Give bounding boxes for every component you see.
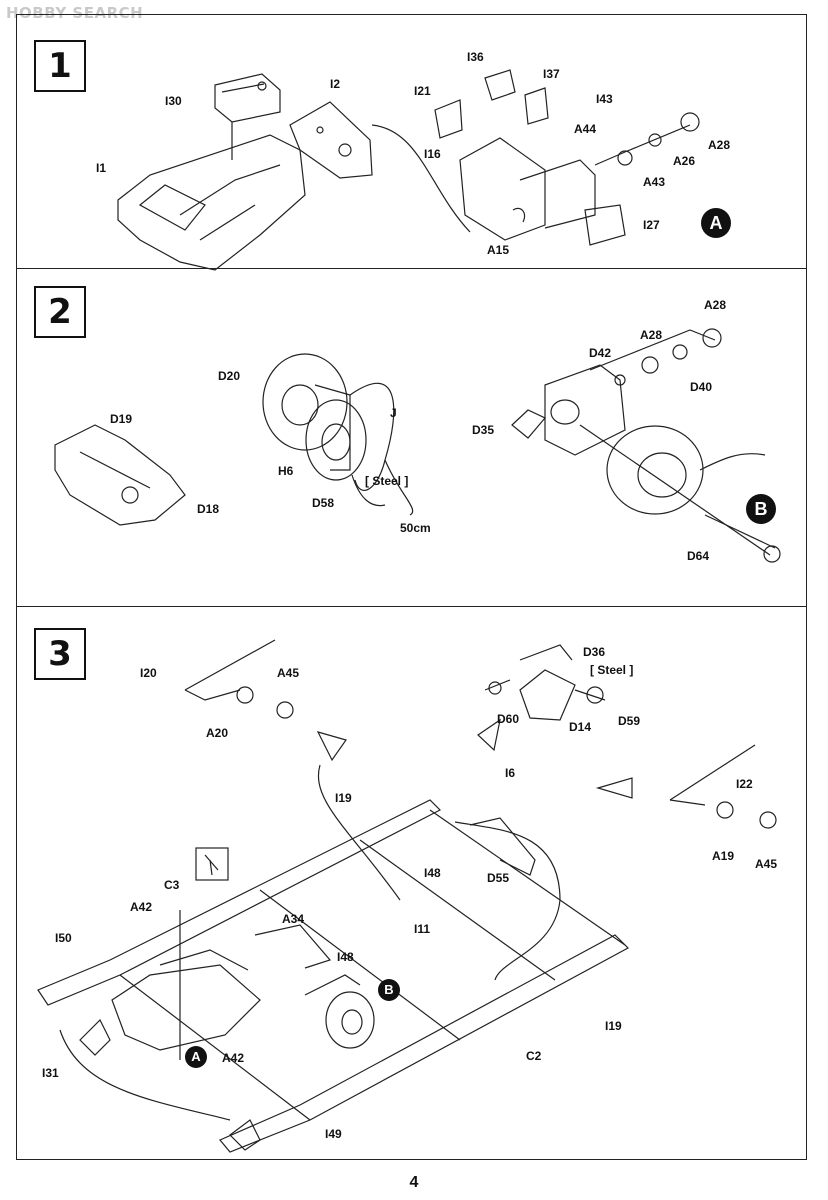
arrow-indicator [316,731,347,762]
detail-inset-box [195,847,229,881]
part-label: A26 [673,154,696,168]
part-label: C2 [526,1049,542,1063]
part-label: D42 [589,346,612,360]
winch-drum-illustration [262,353,414,516]
transmission-illustration [434,69,700,246]
part-label: A45 [277,666,300,680]
bracket-illustration [54,424,186,526]
length-note: 50cm [400,521,431,535]
part-label: D20 [218,369,241,383]
page-frame [16,14,807,1160]
part-label: A28 [640,328,663,342]
steel-material-note: [ Steel ] [590,663,634,677]
step-separator [16,268,807,269]
part-label: I50 [55,931,72,945]
part-label: D58 [312,496,335,510]
part-label: D60 [497,712,520,726]
part-label: I11 [414,922,431,936]
part-label: A19 [712,849,735,863]
sub-assembly-marker: A [701,208,731,238]
engine-assembly-illustration [117,73,306,271]
part-label: I21 [414,84,431,98]
part-label: A45 [755,857,778,871]
arrow-indicator [477,718,501,752]
step-number-box: 2 [34,286,86,338]
part-label: A42 [130,900,153,914]
part-label: I19 [335,791,352,805]
part-label: I37 [543,67,560,81]
part-label: A44 [574,122,597,136]
part-label: I49 [325,1127,342,1141]
part-label: I48 [337,950,354,964]
hobby-search-watermark: HOBBY SEARCH [6,4,144,22]
part-label: I30 [165,94,182,108]
part-label: A42 [222,1051,245,1065]
part-label: I20 [140,666,157,680]
linkage-right-illustration [669,744,777,829]
sub-assembly-marker: B [746,494,776,524]
part-label: D64 [687,549,710,563]
engine-plate-illustration [289,101,471,233]
chassis-frame-illustration [37,764,629,1153]
winch-assembly-illustration [511,328,781,563]
part-label: D36 [583,645,606,659]
part-label: I36 [467,50,484,64]
page-number: 4 [409,1174,419,1191]
part-label: I6 [505,766,516,780]
part-label: I16 [424,147,441,161]
part-label: D59 [618,714,641,728]
linkage-left-illustration [184,639,294,719]
part-label: H6 [278,464,294,478]
part-label: D40 [690,380,713,394]
part-label: A43 [643,175,666,189]
part-label: I27 [643,218,660,232]
part-label: A34 [282,912,305,926]
step-number-box: 1 [34,40,86,92]
part-label: D19 [110,412,133,426]
part-label: I31 [42,1066,59,1080]
steel-material-note: [ Steel ] [365,474,409,488]
part-label: C3 [164,878,180,892]
part-label: D18 [197,502,220,516]
sub-assembly-marker: B [378,979,400,1001]
part-label: A20 [206,726,229,740]
linkage-center-illustration [484,644,606,721]
part-label: A15 [487,243,510,257]
arrow-indicator [595,777,633,799]
part-label: J [390,406,397,420]
part-label: I2 [330,77,341,91]
part-label: D55 [487,871,510,885]
part-label: I22 [736,777,753,791]
step-separator [16,606,807,607]
step-number-box: 3 [34,628,86,680]
part-label: A28 [708,138,731,152]
part-label: I1 [96,161,107,175]
part-label: I43 [596,92,613,106]
part-label: D14 [569,720,592,734]
part-label: I48 [424,866,441,880]
part-label: I19 [605,1019,622,1033]
sub-assembly-marker: A [185,1046,207,1068]
part-label: A28 [704,298,727,312]
part-label: D35 [472,423,495,437]
